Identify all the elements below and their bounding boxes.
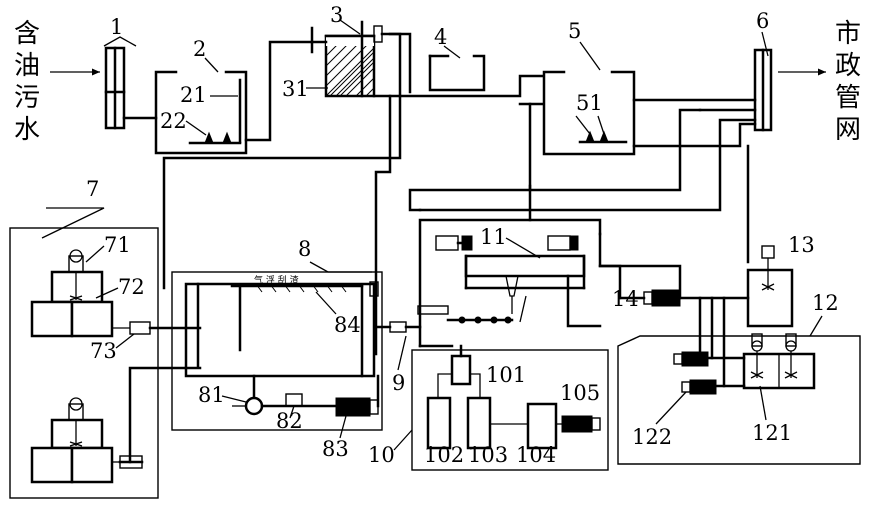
unit-6-outlet <box>753 48 773 132</box>
unit-7-enclosure <box>9 227 159 499</box>
unit-11-dewatering <box>417 235 602 328</box>
unit-14-pump <box>598 232 750 307</box>
label-122: 122 <box>632 425 672 449</box>
outlet-label: 市 政 管 网 <box>835 19 861 145</box>
unit-4-trough <box>428 54 486 92</box>
label-22: 22 <box>160 109 187 133</box>
unit-12-enclosure <box>617 335 861 465</box>
label-81: 81 <box>198 383 225 407</box>
label-103: 103 <box>468 443 508 467</box>
unit-13-mixing-tank <box>746 144 794 328</box>
unit-8-enclosure <box>171 271 383 431</box>
label-21: 21 <box>180 83 207 107</box>
svg-text:油: 油 <box>14 51 40 81</box>
scraper-text: 气 浮 刮 渣 <box>254 274 299 286</box>
unit-82-tank <box>285 393 303 407</box>
label-71: 71 <box>104 233 131 257</box>
label-84: 84 <box>334 313 361 337</box>
unit-1-screen <box>104 46 126 130</box>
label-13: 13 <box>788 233 815 257</box>
svg-text:污: 污 <box>14 83 40 113</box>
unit-8-flotation-tank <box>184 281 379 378</box>
label-1: 1 <box>110 15 123 39</box>
label-11: 11 <box>480 225 507 249</box>
label-2: 2 <box>193 37 206 61</box>
label-6: 6 <box>756 9 769 33</box>
label-14: 14 <box>612 287 639 311</box>
unit-7-dosing-lower <box>30 397 143 484</box>
svg-text:管: 管 <box>835 83 861 113</box>
unit-10-enclosure <box>411 349 609 471</box>
svg-text:网: 网 <box>835 115 861 145</box>
svg-text:市: 市 <box>835 19 861 49</box>
label-12: 12 <box>812 291 839 315</box>
label-31: 31 <box>282 77 309 101</box>
unit-10-equipment <box>418 344 601 450</box>
label-9: 9 <box>392 371 405 395</box>
unit-12-dosing <box>673 296 816 395</box>
label-105: 105 <box>560 381 600 405</box>
label-104: 104 <box>516 443 556 467</box>
label-10: 10 <box>368 443 395 467</box>
unit-83-pump <box>335 397 379 417</box>
label-7: 7 <box>86 177 99 201</box>
unit-3-filter <box>324 20 383 98</box>
label-82: 82 <box>276 409 303 433</box>
label-4: 4 <box>434 25 447 49</box>
inlet-label: 含 油 污 水 <box>14 19 40 145</box>
unit-7-dosing-upper <box>30 249 151 338</box>
label-83: 83 <box>322 437 349 461</box>
svg-text:水: 水 <box>14 115 40 145</box>
label-73: 73 <box>90 339 117 363</box>
unit-5-tank <box>542 70 636 156</box>
unit-9-valve <box>374 321 422 333</box>
svg-text:含: 含 <box>14 19 40 49</box>
label-8: 8 <box>298 237 311 261</box>
label-102: 102 <box>424 443 464 467</box>
svg-text:政: 政 <box>835 51 861 81</box>
unit-81-valve <box>232 374 264 416</box>
label-3: 3 <box>330 3 343 27</box>
label-5: 5 <box>568 19 581 43</box>
label-72: 72 <box>118 275 145 299</box>
label-121: 121 <box>752 421 792 445</box>
unit-2-tank <box>154 70 248 155</box>
label-51: 51 <box>576 91 603 115</box>
label-101: 101 <box>486 363 526 387</box>
